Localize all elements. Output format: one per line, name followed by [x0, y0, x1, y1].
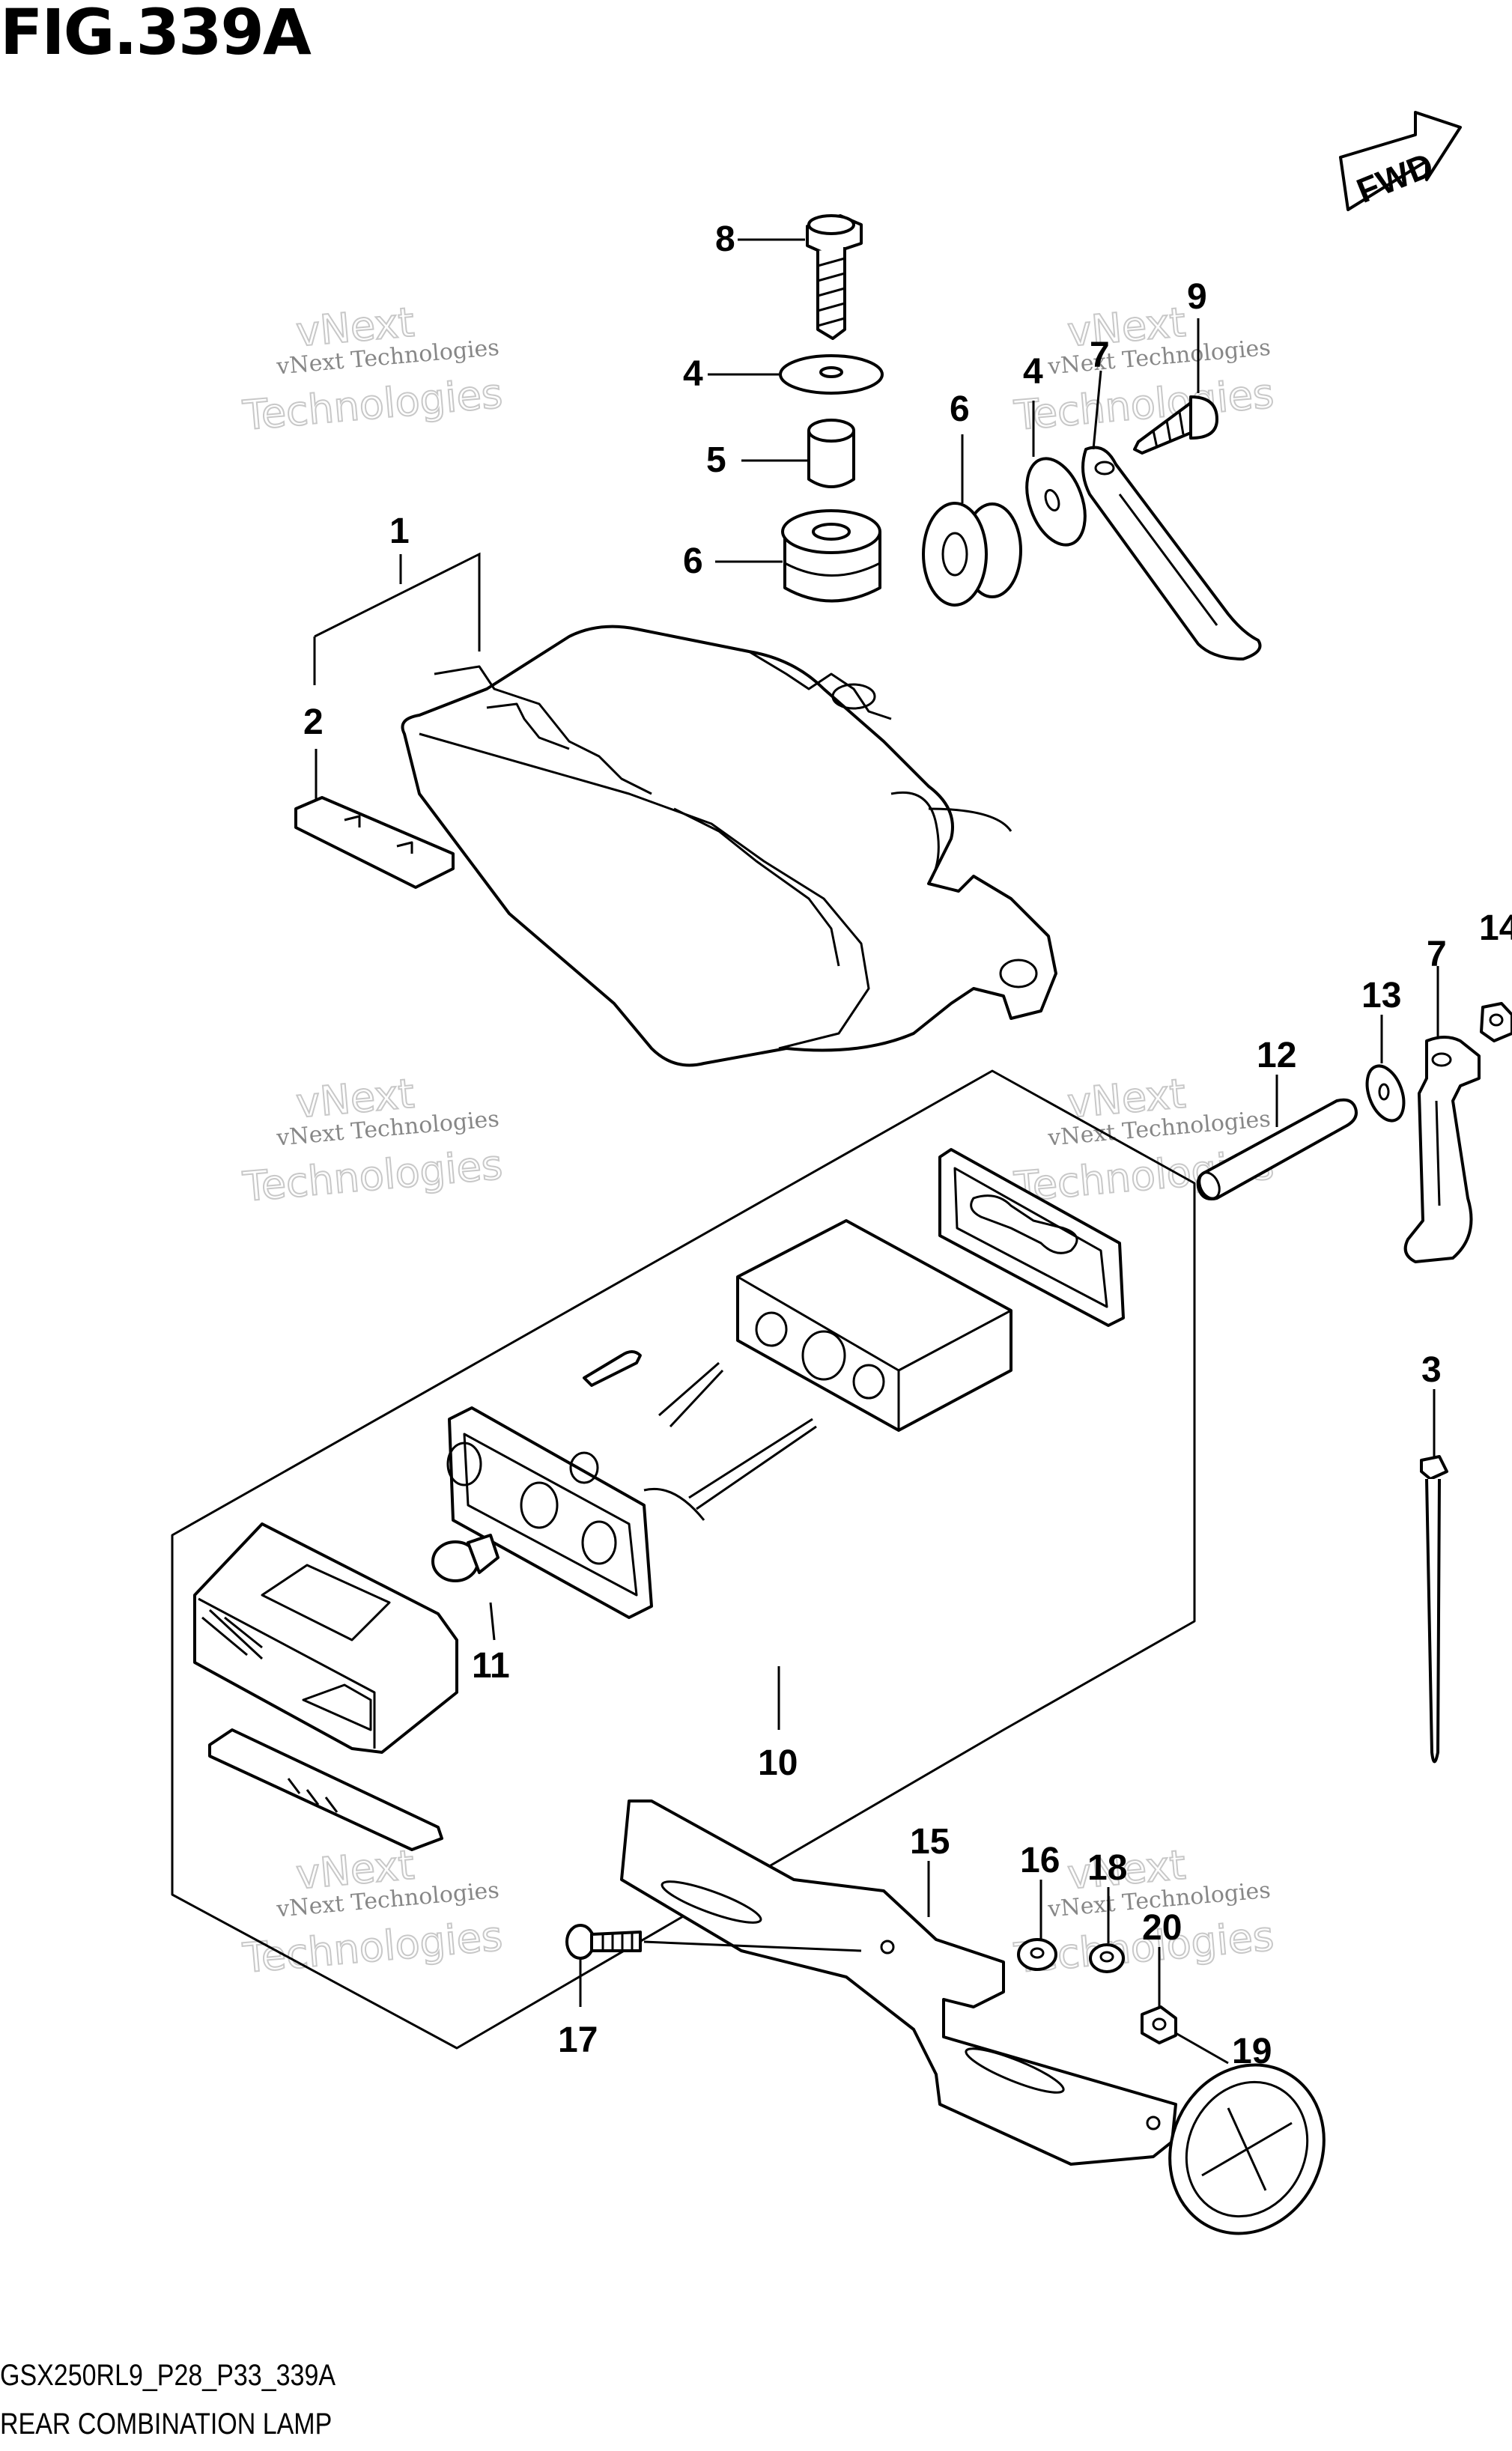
part-9-screw [1133, 395, 1218, 455]
watermark-text: vNext [1066, 1841, 1188, 1899]
callout-numbers: 8 4 5 6 6 4 9 7 1 2 14 7 13 12 3 11 10 1… [303, 219, 1512, 2071]
part-14-nut [1480, 1002, 1512, 1042]
part-10-screws [583, 1350, 817, 1510]
callout-6: 6 [683, 541, 703, 581]
part-6-grommet-side [922, 502, 1022, 607]
part-1-lamp-housing [401, 625, 1057, 1067]
watermark-text: Technologies [240, 1141, 504, 1211]
part-4-washer-side [1025, 457, 1087, 547]
watermark-1: vNext Technologies vNext Technologies [240, 298, 505, 440]
part-3-cable-tie [1420, 1455, 1448, 1764]
part-16-washer [1017, 1938, 1057, 1971]
leader-lines [313, 238, 1439, 2065]
part-17-bolt [565, 1924, 642, 1960]
watermark-text: vNext [294, 1841, 416, 1899]
part-10-reflector-lens [208, 1728, 443, 1851]
part-15-bracket [620, 1799, 1177, 2166]
callout-2: 2 [303, 702, 324, 742]
watermark-5: vNext Technologies vNext Technologies [240, 1841, 505, 1983]
part-5-collar [807, 419, 855, 488]
part-7-bracket-right [1403, 1036, 1481, 1263]
watermark-2: vNext Technologies vNext Technologies [1011, 298, 1276, 440]
figure-caption: REAR COMBINATION LAMP [0, 2408, 333, 2441]
callout-15: 15 [910, 1822, 950, 1862]
part-10-gasket [938, 1148, 1125, 1327]
callout-16: 16 [1020, 1841, 1060, 1880]
watermark-text: vNext [1066, 299, 1188, 356]
part-11-bulb [431, 1534, 500, 1582]
callout-9: 9 [1187, 277, 1207, 317]
callout-12: 12 [1257, 1036, 1296, 1075]
forward-arrow-icon: FWD [1339, 111, 1462, 211]
callout-7: 7 [1090, 335, 1110, 375]
part-7-bracket-upper [1081, 446, 1262, 660]
part-10-socket-block [736, 1219, 1012, 1432]
part-2-label [294, 796, 455, 889]
callout-20: 20 [1142, 1908, 1182, 1948]
figure-title: FIG.339A [0, 0, 312, 69]
callout-5: 5 [706, 440, 726, 480]
watermark-text: Technologies [240, 370, 504, 440]
callout-1: 1 [389, 511, 410, 551]
watermark-3: vNext Technologies vNext Technologies [240, 1069, 505, 1212]
part-10-lamp-unit [446, 1406, 705, 1619]
callout-6: 6 [950, 389, 970, 429]
part-18-collar [1089, 1943, 1125, 1973]
callout-8: 8 [715, 219, 735, 259]
callout-17: 17 [558, 2020, 598, 2060]
callout-11: 11 [472, 1646, 510, 1686]
watermark-text: Technologies [240, 1913, 504, 1982]
callout-13: 13 [1361, 976, 1401, 1015]
part-20-nut [1141, 2005, 1177, 2044]
watermark-text: vNext [1066, 1070, 1188, 1128]
watermark-text: vNext [294, 1070, 416, 1128]
callout-14: 14 [1479, 908, 1512, 948]
callout-10: 10 [758, 1743, 798, 1783]
part-12-pin [1196, 1098, 1358, 1200]
watermark-text: vNext [294, 299, 416, 356]
watermark-text: Technologies [1012, 370, 1275, 440]
callout-4: 4 [683, 354, 703, 394]
part-10-assembly-frame [171, 1069, 1196, 2050]
part-10-lens [193, 1522, 458, 1754]
callout-18: 18 [1087, 1848, 1127, 1888]
part-13-washer [1365, 1064, 1406, 1123]
callout-3: 3 [1421, 1350, 1442, 1390]
figure-code: GSX250RL9_P28_P33_339A [0, 2359, 336, 2392]
callout-7: 7 [1427, 935, 1447, 974]
part-4-washer [779, 354, 884, 395]
part-19-reflector [1168, 2063, 1326, 2235]
part-8-bolt [806, 214, 863, 340]
callout-19: 19 [1232, 2032, 1272, 2071]
callout-4: 4 [1023, 352, 1043, 392]
part-6-grommet [781, 509, 881, 603]
